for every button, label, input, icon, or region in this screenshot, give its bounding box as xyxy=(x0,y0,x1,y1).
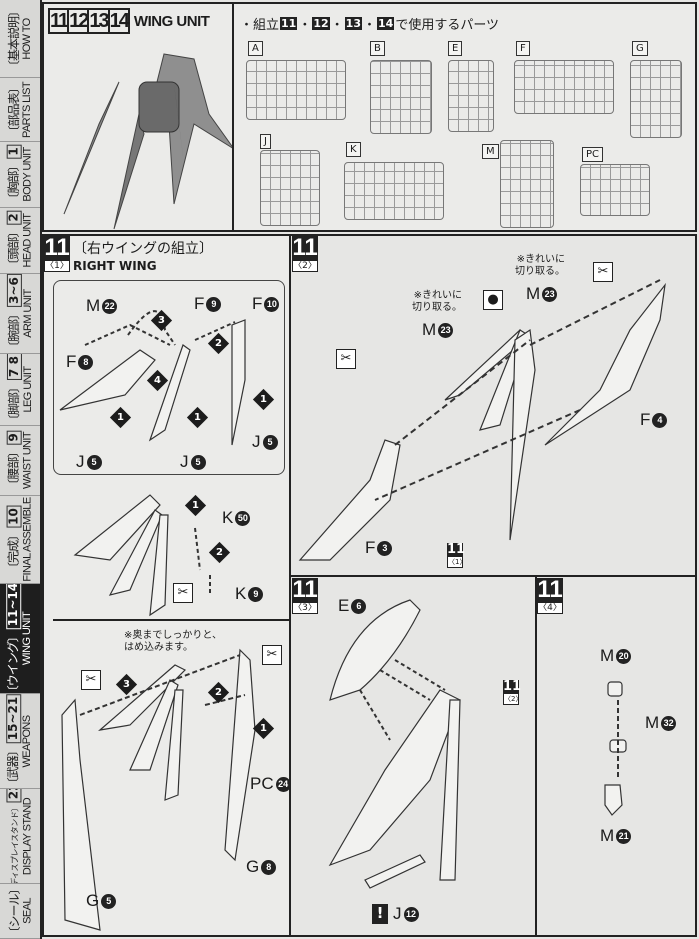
reference-step-11-1: 11〈1〉 xyxy=(447,542,467,568)
step-number: 11 xyxy=(537,576,563,603)
runner-g xyxy=(630,60,682,138)
runner-j xyxy=(260,150,320,226)
substep-number: 〈4〉 xyxy=(537,602,563,614)
step-number: 14 xyxy=(377,17,395,30)
substep-number: 〈3〉 xyxy=(292,602,318,614)
runner-label: M xyxy=(482,144,499,159)
runner-label: PC xyxy=(582,147,604,162)
runner-label: G xyxy=(632,41,648,56)
step-11-4-panel xyxy=(535,575,697,937)
step-number: 14 xyxy=(107,8,130,34)
step-number: 11 xyxy=(280,17,298,30)
runner-e xyxy=(448,60,494,132)
step-title-jp: 〔右ウイングの組立〕 xyxy=(73,241,213,257)
step-11-2-panel xyxy=(289,234,697,577)
runner-label: J xyxy=(260,134,271,149)
sidebar-item-how-to[interactable]: 〔基本説明〕HOW TO xyxy=(0,0,40,78)
runner-a xyxy=(246,60,346,120)
step-number: 13 xyxy=(344,17,362,30)
warning-icon: ! xyxy=(372,904,388,924)
step-number: 12 xyxy=(312,17,330,30)
runner-label: F xyxy=(516,41,530,56)
part-detail-icon: ● xyxy=(483,290,503,310)
step-number: 11 xyxy=(292,234,318,261)
nipper-icon: ✂ xyxy=(173,583,193,603)
substep-number: 〈1〉 xyxy=(44,260,70,272)
nipper-icon: ✂ xyxy=(81,670,101,690)
step-title-en: RIGHT WING xyxy=(73,259,157,273)
nipper-icon: ✂ xyxy=(593,262,613,282)
assembly-note: ※きれいに 切り取る。 xyxy=(515,254,565,277)
runner-m xyxy=(500,140,554,228)
parts-list-panel: ・組立 11・ 12・ 13・ 14 で使用するパーツ A B E F G J … xyxy=(232,2,697,232)
sidebar-item-parts-list[interactable]: 〔部品表〕PARTS LIST xyxy=(0,78,40,142)
step-number: 11 xyxy=(44,234,70,261)
nipper-icon: ✂ xyxy=(336,349,356,369)
runner-b xyxy=(370,60,432,134)
runner-label: B xyxy=(370,41,385,56)
heading-text: ・組立 xyxy=(240,18,280,33)
runner-label: A xyxy=(248,41,263,56)
parts-list-heading: ・組立 11・ 12・ 13・ 14 で使用するパーツ xyxy=(240,14,499,33)
wing-unit-illustration xyxy=(63,53,235,230)
runner-pc xyxy=(580,164,650,216)
step-number: 11 xyxy=(292,576,318,603)
runner-label: E xyxy=(448,41,463,56)
substep-number: 〈2〉 xyxy=(292,260,318,272)
header-title: 11 12 13 14 WING UNIT xyxy=(48,8,210,34)
page-title: WING UNIT xyxy=(133,12,210,30)
runner-f xyxy=(514,60,614,114)
step-11-3-panel xyxy=(289,575,537,937)
runner-k xyxy=(344,162,444,220)
reference-step-11-2: 11〈2〉 xyxy=(503,679,523,705)
runner-label: K xyxy=(346,142,361,157)
assembly-note: ※奥までしっかりと、 はめ込みます。 xyxy=(124,630,222,653)
heading-text: で使用するパーツ xyxy=(395,18,500,33)
nipper-icon: ✂ xyxy=(262,645,282,665)
detail-callout xyxy=(53,280,285,475)
assembly-note: ※きれいに 切り取る。 xyxy=(412,290,462,313)
